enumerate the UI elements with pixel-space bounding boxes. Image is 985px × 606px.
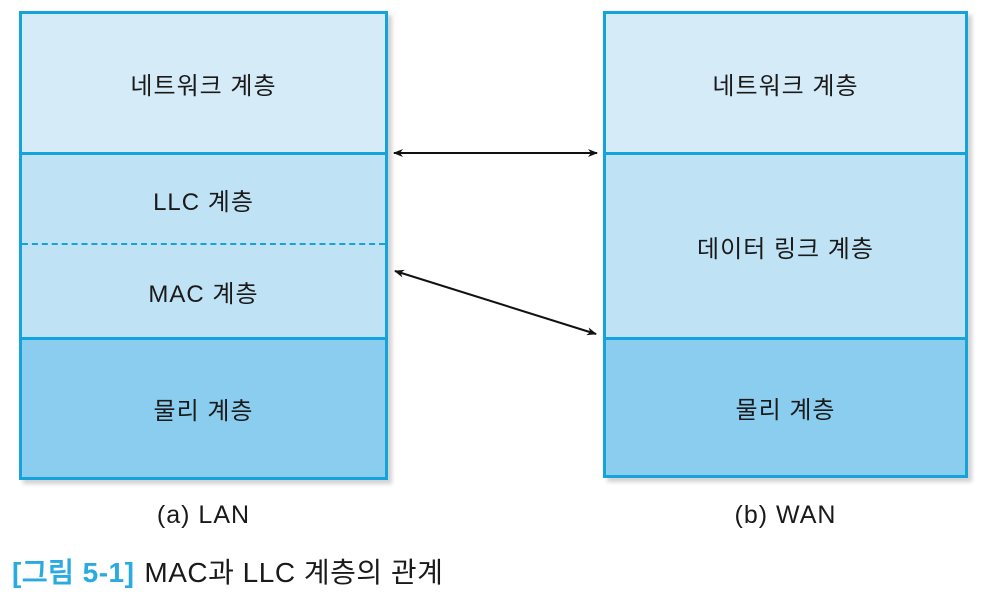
- lan-llc-layer-label: LLC 계층: [153, 188, 254, 216]
- lan-physical-layer: 물리 계층: [22, 340, 385, 477]
- wan-caption: (b) WAN: [734, 501, 837, 529]
- wan-datalink-layer-label: 데이터 링크 계층: [697, 235, 874, 263]
- figure-caption: [그림 5-1] MAC과 LLC 계층의 관계: [12, 551, 443, 591]
- wan-physical-layer-label: 물리 계층: [735, 397, 836, 424]
- wan-stack-box: 네트워크 계층 데이터 링크 계층 물리 계층: [603, 11, 968, 478]
- lan-mac-layer-label: MAC 계층: [148, 280, 259, 308]
- wan-physical-layer: 물리 계층: [606, 340, 965, 475]
- figure-caption-tag: [그림 5-1]: [12, 557, 135, 588]
- lan-network-layer: 네트워크 계층: [22, 14, 385, 155]
- lan-stack-box: 네트워크 계층 LLC 계층 MAC 계층 물리 계층: [19, 11, 388, 480]
- lan-llc-layer: LLC 계층: [22, 155, 385, 245]
- figure-caption-title: MAC과 LLC 계층의 관계: [144, 557, 444, 588]
- wan-network-layer-label: 네트워크 계층: [712, 72, 859, 100]
- lan-mac-layer: MAC 계층: [22, 245, 385, 340]
- lan-caption: (a) LAN: [156, 501, 251, 529]
- lan-network-layer-label: 네트워크 계층: [130, 72, 277, 100]
- wan-datalink-layer: 데이터 링크 계층: [606, 155, 965, 340]
- lan-physical-layer-label: 물리 계층: [153, 398, 254, 425]
- wan-network-layer: 네트워크 계층: [606, 14, 965, 155]
- mac-datalink-arrow: [394, 269, 597, 336]
